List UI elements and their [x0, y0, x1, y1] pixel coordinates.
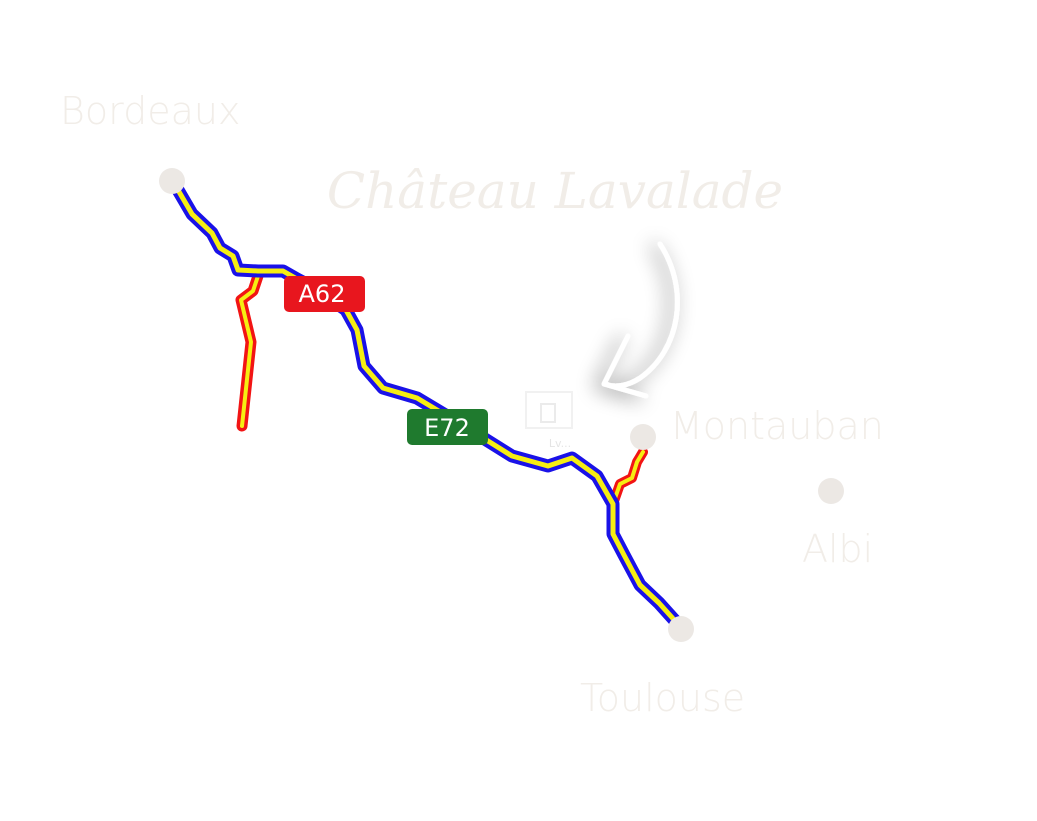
chateau-title: Château Lavalade — [327, 162, 783, 220]
city-label-albi: Albi — [802, 527, 873, 571]
city-dot-bordeaux — [159, 168, 185, 194]
svg-text:E72: E72 — [424, 414, 470, 442]
pointer-arrow-icon — [601, 241, 680, 399]
road-shield-e72: E72 — [407, 409, 488, 445]
city-dot-montauban — [630, 424, 656, 450]
city-dot-albi — [818, 478, 844, 504]
branch-route-montauban — [608, 447, 648, 509]
city-label-bordeaux: Bordeaux — [60, 89, 240, 133]
chateau-icon: Lv... — [525, 391, 573, 450]
city-label-montauban: Montauban — [670, 404, 884, 448]
city-label-toulouse: Toulouse — [580, 676, 745, 720]
road-shield-a62: A62 — [284, 276, 365, 312]
branch-route-west — [235, 270, 264, 432]
city-dot-toulouse — [668, 616, 694, 642]
svg-text:A62: A62 — [299, 280, 346, 308]
main-route — [171, 183, 684, 630]
chateau-marker-caption: Lv... — [549, 437, 571, 450]
